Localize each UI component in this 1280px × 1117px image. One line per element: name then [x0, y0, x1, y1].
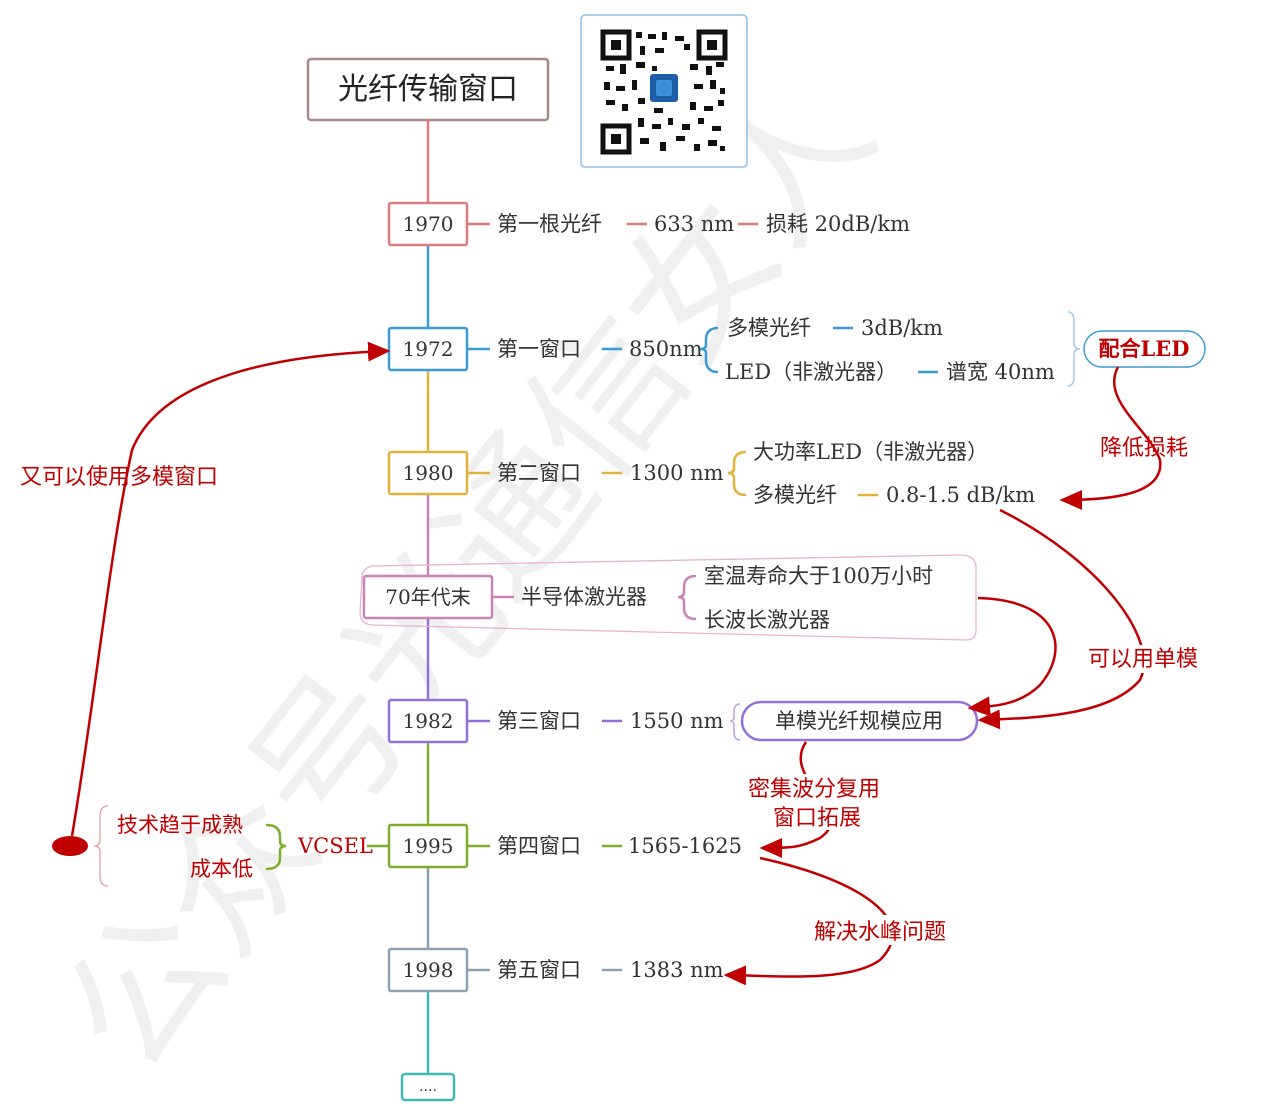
note-multimode-again: 又可以使用多模窗口 — [20, 465, 218, 490]
item-first-window: 第一窗口 — [497, 337, 581, 361]
note-water-peak: 解决水峰问题 — [814, 920, 946, 945]
item-third-window: 第三窗口 — [497, 709, 581, 733]
item-first-fiber: 第一根光纤 — [497, 212, 602, 236]
node-1972: 1972 第一窗口 850nm 多模光纤 3dB/km LED（非激光器） 谱宽… — [387, 311, 1206, 387]
year-label-1982: 1982 — [403, 709, 454, 733]
item-tech-mature: 技术趋于成熟 — [117, 813, 243, 837]
item-fourth-window: 第四窗口 — [497, 834, 581, 858]
item-1565-1625: 1565-1625 — [628, 834, 742, 858]
item-loss-20db: 损耗 20dB/km — [766, 212, 910, 236]
note-reduce-loss: 降低损耗 — [1100, 436, 1188, 461]
node-1995: 1995 第四窗口 1565-1625 VCSEL 技术趋于成熟 成本低 — [52, 805, 742, 887]
item-low-cost: 成本低 — [190, 857, 253, 881]
node-late-70s: 70年代末 半导体激光器 室温寿命大于100万小时 长波长激光器 — [359, 554, 977, 641]
year-label-1970: 1970 — [403, 212, 454, 236]
qr-code — [580, 14, 748, 168]
tag-with-led: 配合LED — [1099, 336, 1190, 361]
node-1980: 1980 第二窗口 1300 nm 大功率LED（非激光器） 多模光纤 0.8-… — [387, 440, 1035, 507]
year-label-1972: 1972 — [403, 337, 454, 361]
item-multimode-fiber: 多模光纤 — [727, 316, 811, 340]
item-1550nm: 1550 nm — [630, 709, 724, 733]
page-title: 光纤传输窗口 — [338, 72, 518, 107]
annotation-arrows — [70, 341, 1162, 986]
item-semiconductor-laser: 半导体激光器 — [521, 585, 647, 609]
item-633nm: 633 nm — [654, 212, 734, 236]
node-1970: 1970 第一根光纤 633 nm 损耗 20dB/km — [387, 201, 910, 247]
item-multimode-fiber-2: 多模光纤 — [753, 483, 837, 507]
note-window-ext: 窗口拓展 — [773, 806, 861, 831]
node-1998: 1998 第五窗口 1383 nm — [387, 947, 724, 993]
item-long-wavelength-laser: 长波长激光器 — [704, 608, 830, 632]
item-loss-range: 0.8-1.5 dB/km — [886, 483, 1035, 507]
year-label-1998: 1998 — [403, 958, 454, 982]
note-dwdm: 密集波分复用 — [748, 777, 880, 802]
item-second-window: 第二窗口 — [497, 461, 581, 485]
item-spectral-width: 谱宽 40nm — [946, 360, 1055, 384]
title-node: 光纤传输窗口 — [306, 57, 550, 122]
item-high-power-led: 大功率LED（非激光器） — [753, 440, 988, 464]
item-led-non-laser: LED（非激光器） — [725, 360, 897, 384]
year-label-late-70s: 70年代末 — [385, 585, 470, 609]
node-end: .... — [400, 1072, 456, 1102]
anchor-dot — [52, 836, 88, 856]
year-label-1980: 1980 — [403, 461, 454, 485]
end-label: .... — [419, 1079, 437, 1095]
node-1982: 1982 第三窗口 1550 nm 单模光纤规模应用 — [387, 698, 979, 744]
year-label-1995: 1995 — [403, 834, 454, 858]
annotation-texts: 降低损耗 又可以使用多模窗口 可以用单模 密集波分复用 窗口拓展 解决水峰问题 — [20, 436, 1210, 945]
note-single-mode: 可以用单模 — [1088, 647, 1198, 672]
item-1300nm: 1300 nm — [630, 461, 724, 485]
item-3db-km: 3dB/km — [861, 316, 943, 340]
item-room-temp-life: 室温寿命大于100万小时 — [704, 564, 933, 588]
item-fifth-window: 第五窗口 — [497, 958, 581, 982]
item-vcsel: VCSEL — [297, 834, 373, 858]
tag-single-mode-application: 单模光纤规模应用 — [775, 709, 943, 733]
item-850nm: 850nm — [629, 337, 703, 361]
item-1383nm: 1383 nm — [630, 958, 724, 982]
